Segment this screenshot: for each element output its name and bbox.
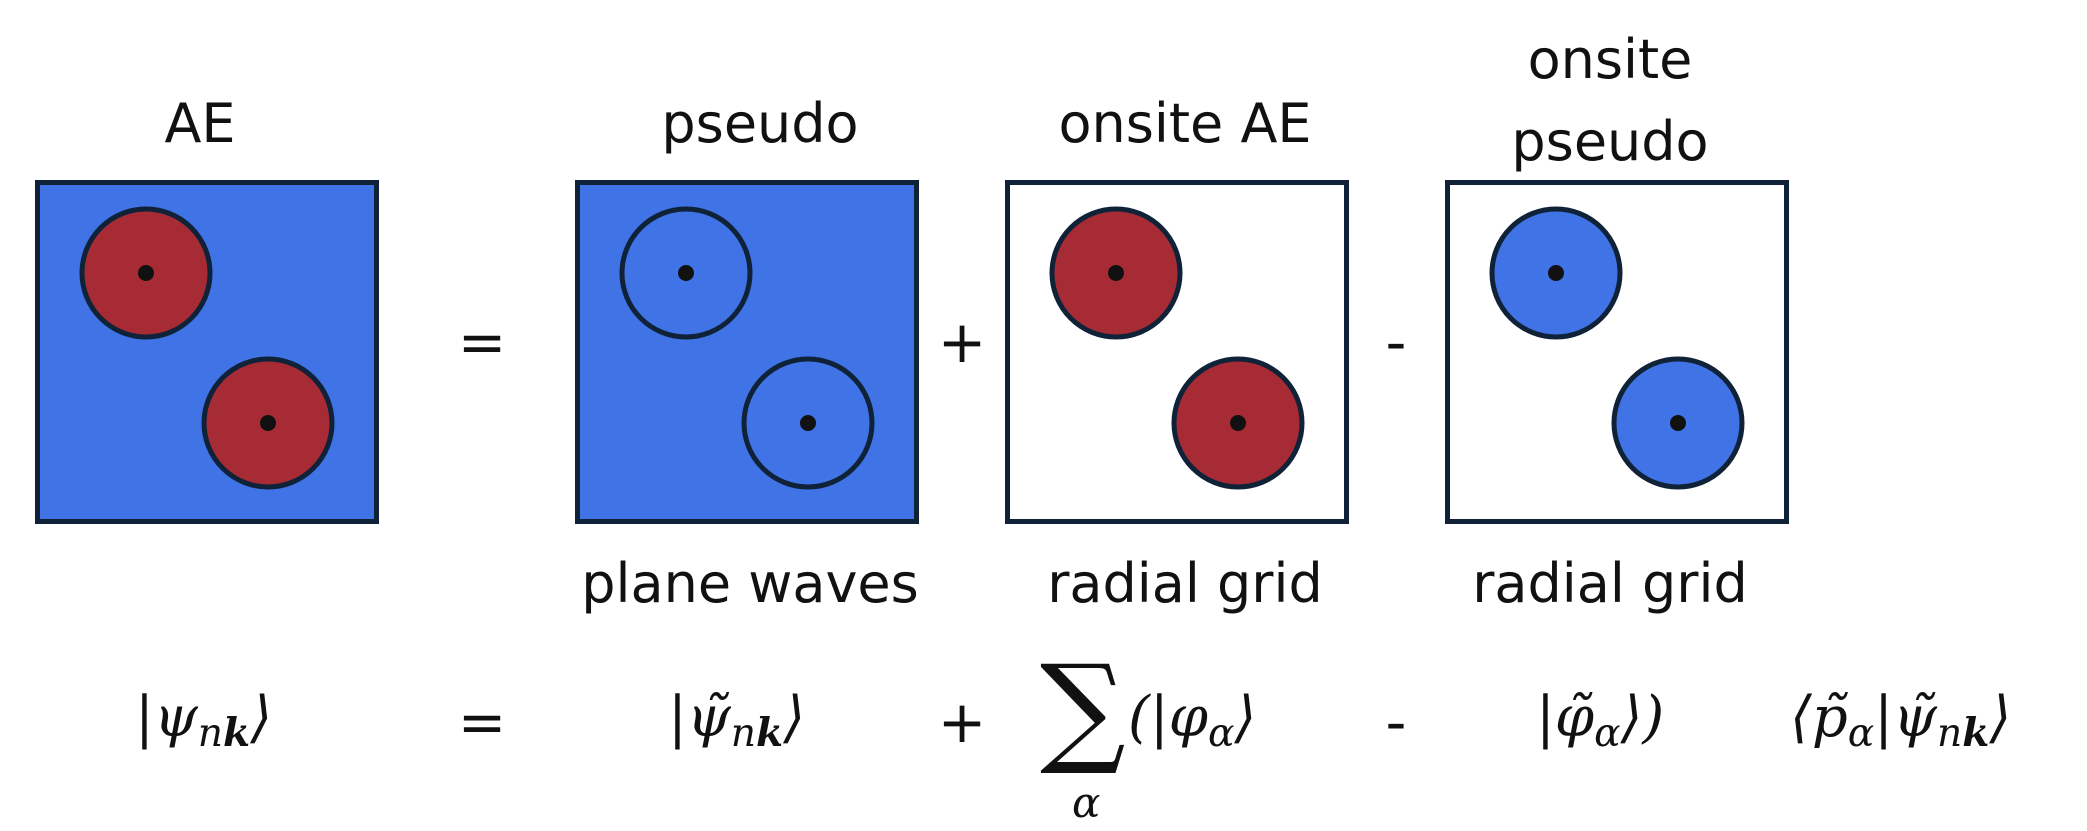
- panel-pseudo: [575, 180, 919, 524]
- panel-onsite-pseudo: [1445, 180, 1789, 524]
- eq-pseudo-wavefunction: |ψ̃nk⟩: [668, 685, 806, 756]
- nucleus-dot: [1108, 265, 1124, 281]
- summation-symbol: ∑: [1040, 640, 1126, 779]
- panel-title-ae: AE: [164, 92, 236, 155]
- panel-ae: [35, 180, 379, 524]
- eq-onsite-pseudo-partial: |φ̃α⟩): [1536, 685, 1665, 756]
- panel-subtitle-pseudo: plane waves: [581, 552, 919, 615]
- minus-sign-bottom: -: [1385, 688, 1407, 756]
- equals-sign-bottom: =: [457, 688, 507, 756]
- nucleus-dot: [800, 415, 816, 431]
- panel-subtitle-onsite-ae: radial grid: [1047, 552, 1323, 615]
- summation-index: α: [1072, 778, 1101, 827]
- minus-sign-top: -: [1385, 308, 1407, 376]
- nucleus-dot: [1670, 415, 1686, 431]
- nucleus-dot: [138, 265, 154, 281]
- eq-lhs: |ψnk⟩: [135, 685, 273, 756]
- eq-projector: ⟨p̃α|ψ̃nk⟩: [1790, 685, 2012, 756]
- panel-onsite-ae-graphic: [1049, 206, 1305, 490]
- nucleus-dot: [1230, 415, 1246, 431]
- panel-title-onsite-pseudo-line1: onsite: [1527, 28, 1693, 91]
- nucleus-dot: [1548, 265, 1564, 281]
- nucleus-dot: [678, 265, 694, 281]
- panel-title-onsite-pseudo-line2: pseudo: [1511, 110, 1709, 173]
- plus-sign-top: +: [937, 308, 987, 376]
- atom-sphere: [619, 206, 753, 340]
- panel-onsite-pseudo-graphic: [1489, 206, 1745, 490]
- panel-subtitle-onsite-pseudo: radial grid: [1472, 552, 1748, 615]
- nucleus-dot: [260, 415, 276, 431]
- panel-ae-graphic: [79, 206, 335, 490]
- panel-title-onsite-ae: onsite AE: [1058, 92, 1312, 155]
- eq-onsite-ae-partial: (|φα⟩: [1128, 685, 1257, 756]
- panel-title-pseudo: pseudo: [661, 92, 859, 155]
- panel-pseudo-graphic: [619, 206, 875, 490]
- panel-onsite-ae: [1005, 180, 1349, 524]
- equals-sign-top: =: [457, 308, 507, 376]
- atom-sphere: [741, 356, 875, 490]
- plus-sign-bottom: +: [937, 688, 987, 756]
